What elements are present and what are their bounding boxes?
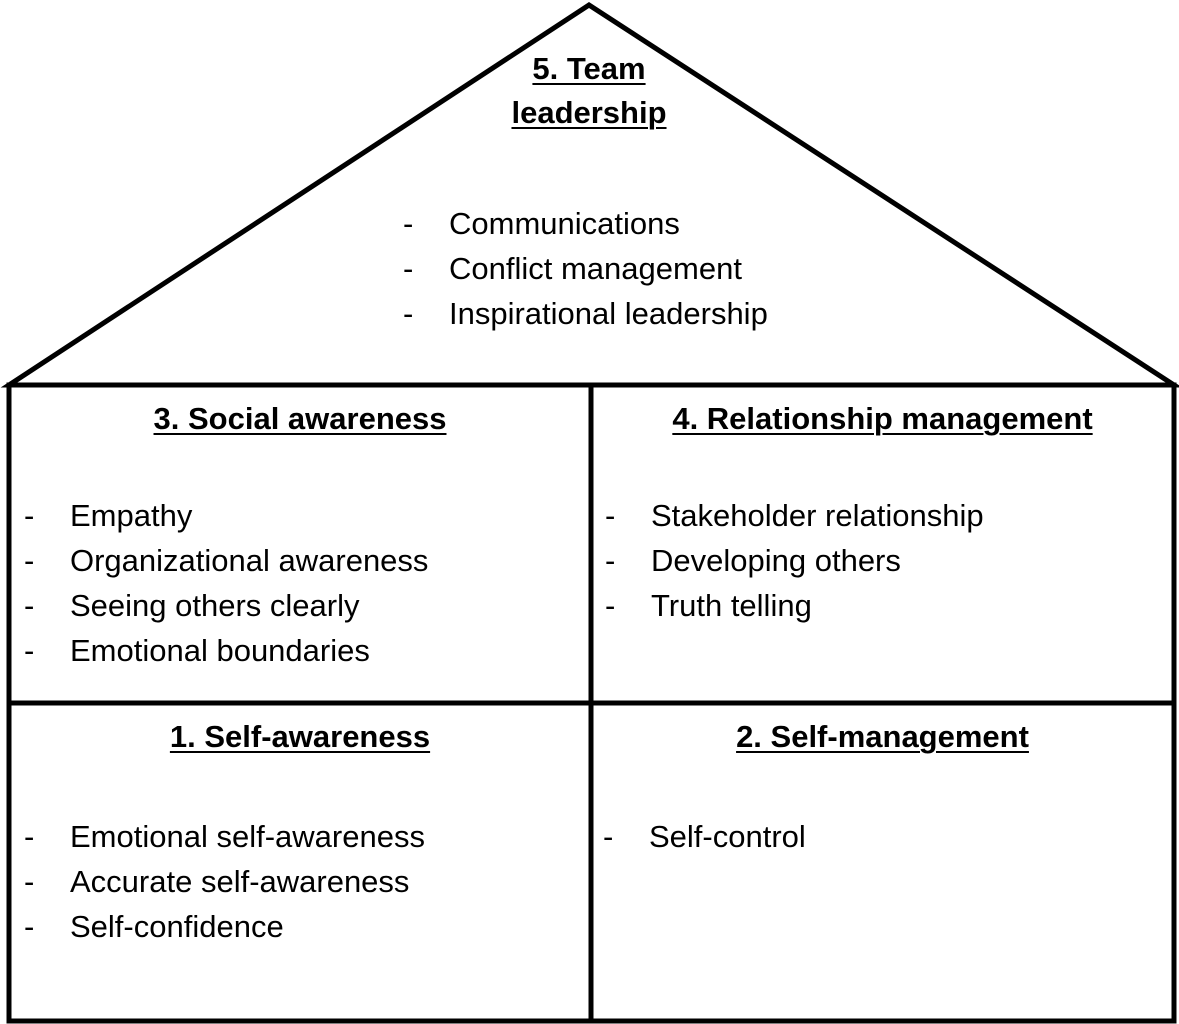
- list-item: Accurate self-awareness: [24, 859, 425, 904]
- self-management-list: Self-control: [603, 814, 806, 859]
- list-item: Emotional boundaries: [24, 628, 428, 673]
- list-item: Inspirational leadership: [403, 291, 768, 336]
- team-leadership-title: 5. Team leadership: [511, 51, 667, 130]
- list-item: Organizational awareness: [24, 538, 428, 583]
- list-item: Empathy: [24, 493, 428, 538]
- list-item: Emotional self-awareness: [24, 814, 425, 859]
- self-awareness-title: 1. Self-awareness: [169, 719, 431, 754]
- list-item: Conflict management: [403, 246, 768, 291]
- social-awareness-list: Empathy Organizational awareness Seeing …: [24, 493, 428, 673]
- list-item: Stakeholder relationship: [605, 493, 984, 538]
- self-management-title: 2. Self-management: [736, 719, 1029, 754]
- team-leadership-list: Communications Conflict management Inspi…: [403, 201, 768, 336]
- relationship-management-list: Stakeholder relationship Developing othe…: [605, 493, 984, 628]
- self-awareness-list: Emotional self-awareness Accurate self-a…: [24, 814, 425, 949]
- list-item: Self-control: [603, 814, 806, 859]
- social-awareness-title: 3. Social awareness: [153, 401, 447, 436]
- list-item: Communications: [403, 201, 768, 246]
- list-item: Self-confidence: [24, 904, 425, 949]
- relationship-management-title: 4. Relationship management: [672, 401, 1093, 436]
- list-item: Developing others: [605, 538, 984, 583]
- list-item: Truth telling: [605, 583, 984, 628]
- list-item: Seeing others clearly: [24, 583, 428, 628]
